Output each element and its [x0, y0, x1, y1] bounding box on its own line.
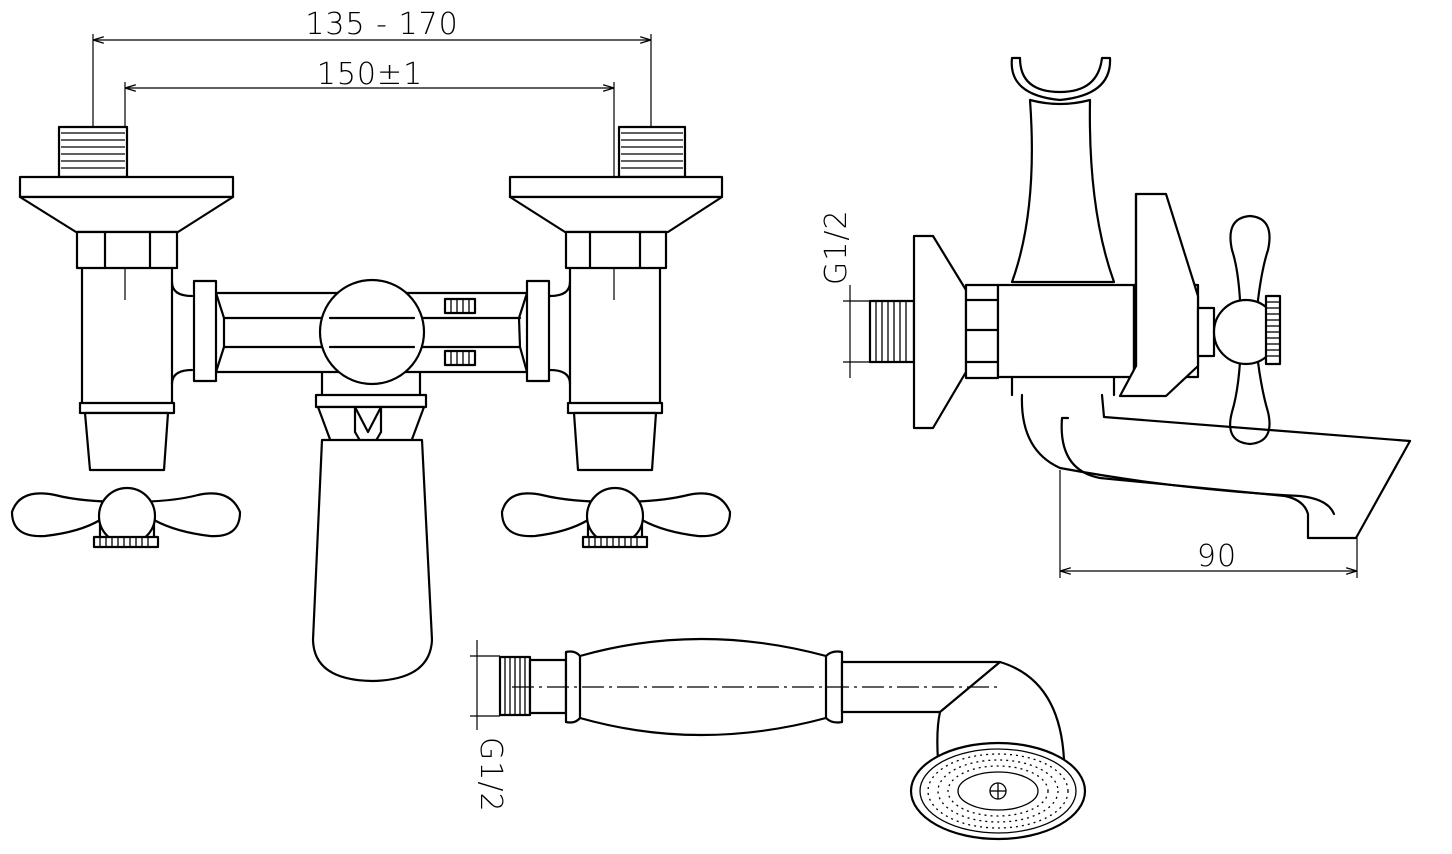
dimension-spout-reach: 90 [1059, 470, 1358, 578]
hose-thread-lines [504, 657, 526, 715]
right-eccentric-connector [508, 125, 724, 472]
front-view: 135 - 170 150±1 [10, 7, 732, 683]
right-handle-knurl [588, 537, 638, 547]
hand-shower: G1/2 [470, 637, 1087, 841]
left-thread-lines [61, 132, 125, 169]
shower-face [909, 741, 1087, 841]
body-threaded-pins [443, 297, 477, 367]
side-body [996, 192, 1200, 398]
side-inlet [868, 234, 1000, 430]
side-view: G1/2 [819, 56, 1412, 578]
dimension-hose-thread: G1/2 [470, 640, 508, 813]
left-handle-knurl [99, 537, 149, 547]
shower-holder [1010, 56, 1116, 284]
dimension-center-range: 135 - 170 [92, 7, 652, 128]
dimension-center-distance: 150±1 [124, 57, 615, 300]
right-thread-lines [621, 132, 683, 169]
side-cross-handle [1196, 214, 1282, 446]
side-handle-knurl [1266, 301, 1280, 357]
mixer-body [192, 278, 551, 386]
spout-front [311, 370, 434, 683]
dimension-label-inlet-thread: G1/2 [819, 209, 854, 285]
left-eccentric-connector [18, 125, 235, 472]
dimension-label-center-range: 135 - 170 [305, 7, 458, 42]
side-spout [1020, 393, 1412, 540]
dimension-label-spout-reach: 90 [1197, 539, 1237, 574]
right-cross-handle [500, 486, 732, 549]
side-inlet-threads [875, 301, 907, 362]
left-cross-handle [10, 486, 242, 549]
dimension-label-center-distance: 150±1 [317, 57, 423, 92]
dimension-inlet-thread: G1/2 [819, 209, 870, 378]
dimension-label-hose-thread: G1/2 [473, 737, 508, 813]
